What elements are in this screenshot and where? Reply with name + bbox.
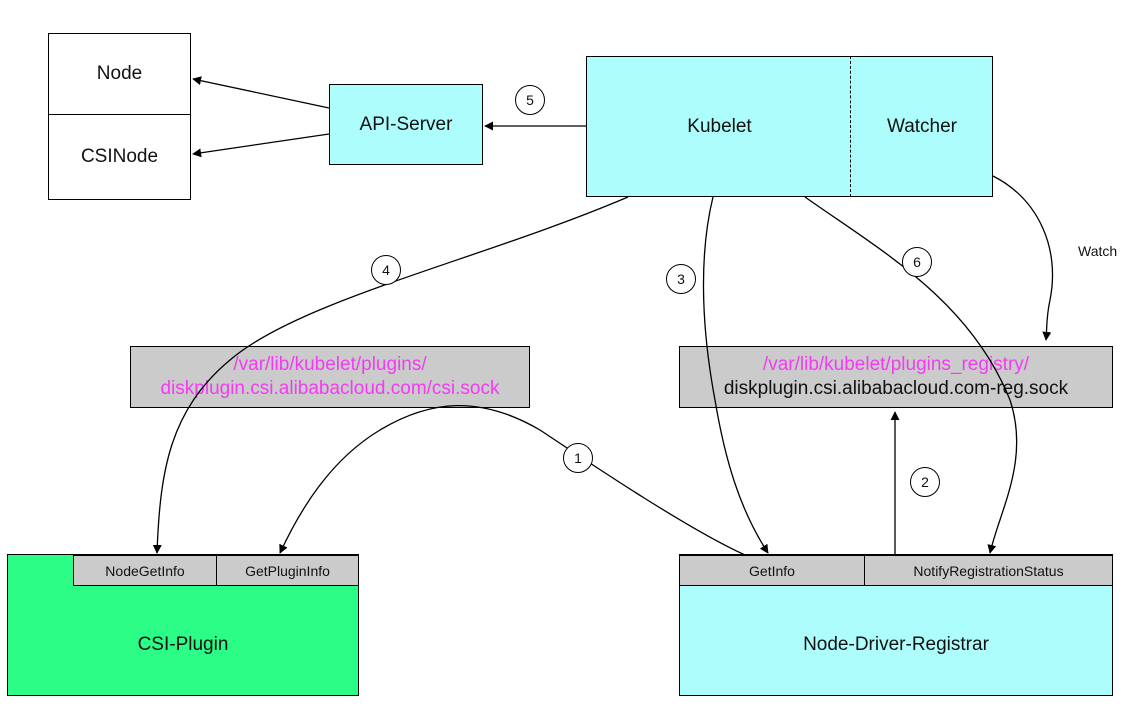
csinode-box: CSINode xyxy=(48,114,191,200)
csi-sock-line1: /var/lib/kubelet/plugins/ xyxy=(233,354,427,375)
getinfo-label: GetInfo xyxy=(749,562,795,579)
arrow-watch xyxy=(992,175,1054,341)
step-2-badge: 2 xyxy=(910,467,940,497)
watch-label: Watch xyxy=(1078,243,1118,259)
arrow-api-to-csinode xyxy=(192,133,330,158)
node-box: Node xyxy=(48,33,191,115)
api-server-label: API-Server xyxy=(359,113,453,135)
kubelet-box: Kubelet Watcher xyxy=(586,56,993,197)
watcher-label: Watcher xyxy=(886,116,958,137)
step-1-badge: 1 xyxy=(563,443,593,473)
reg-sock-line2: diskplugin.csi.alibabacloud.com-reg.sock xyxy=(723,378,1069,399)
csinode-label: CSINode xyxy=(80,146,159,167)
reg-sock-path: /var/lib/kubelet/plugins_registry/ diskp… xyxy=(679,346,1113,408)
step-5-badge: 5 xyxy=(515,85,545,115)
getplugininfo-method: GetPluginInfo xyxy=(216,555,359,586)
arrow-kubelet-to-nodegetinfo xyxy=(152,196,629,554)
csi-sock-line2: diskplugin.csi.alibabacloud.com/csi.sock xyxy=(160,378,500,399)
getinfo-method: GetInfo xyxy=(679,555,865,586)
step-5-label: 5 xyxy=(526,92,534,108)
kubelet-watcher-divider xyxy=(850,56,851,197)
step-2-label: 2 xyxy=(921,474,929,490)
arrow-kubelet-to-notify xyxy=(804,196,1018,554)
node-label: Node xyxy=(96,63,143,84)
notify-registration-method: NotifyRegistrationStatus xyxy=(864,555,1113,586)
step-6-badge: 6 xyxy=(902,247,932,277)
arrow-api-to-node xyxy=(192,76,330,109)
notify-registration-label: NotifyRegistrationStatus xyxy=(913,562,1064,579)
csi-plugin-label: CSI-Plugin xyxy=(137,634,229,655)
kubelet-label: Kubelet xyxy=(687,116,752,137)
reg-sock-line1: /var/lib/kubelet/plugins_registry/ xyxy=(762,354,1030,375)
nodegetinfo-label: NodeGetInfo xyxy=(105,562,185,579)
getplugininfo-label: GetPluginInfo xyxy=(245,562,330,579)
step-1-label: 1 xyxy=(574,450,582,466)
nodegetinfo-method: NodeGetInfo xyxy=(73,555,217,586)
step-3-badge: 3 xyxy=(666,264,696,294)
registrar-label: Node-Driver-Registrar xyxy=(803,634,989,655)
api-server-box: API-Server xyxy=(329,84,483,165)
step-4-badge: 4 xyxy=(371,255,401,285)
csi-sock-path: /var/lib/kubelet/plugins/ diskplugin.csi… xyxy=(130,346,530,408)
arrow-kubelet-to-getinfo xyxy=(702,196,769,554)
step-4-label: 4 xyxy=(382,262,390,278)
step-3-label: 3 xyxy=(677,271,685,287)
arrow-registrar-to-getplugininfo xyxy=(279,404,746,556)
step-6-label: 6 xyxy=(913,254,921,270)
